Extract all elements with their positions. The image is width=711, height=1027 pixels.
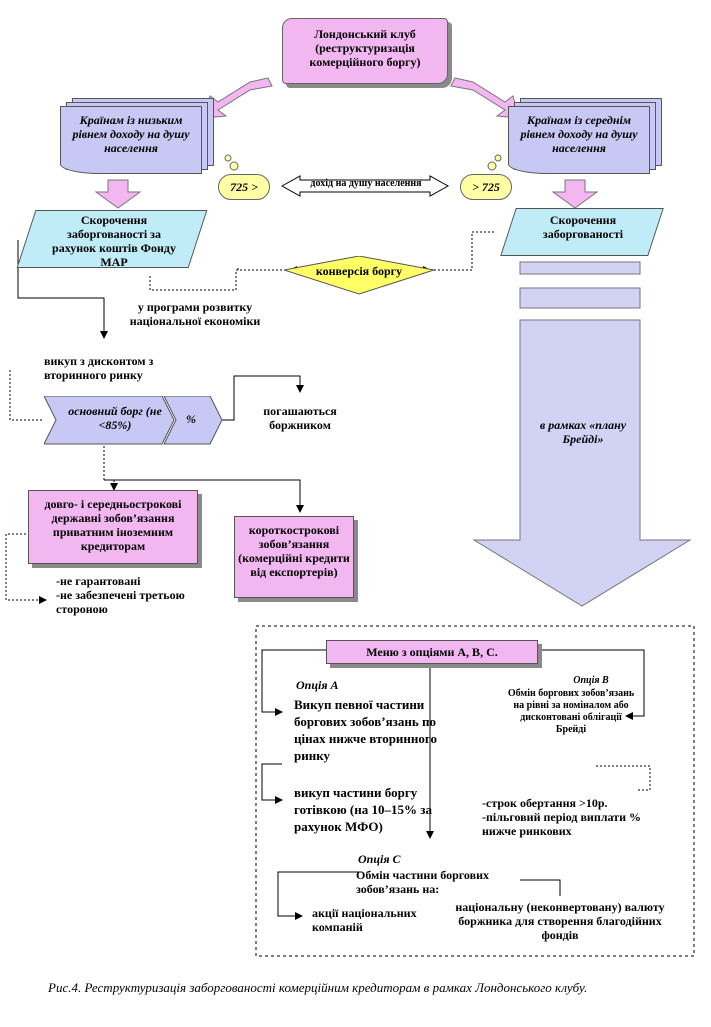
conversion-text: конверсія боргу bbox=[315, 264, 403, 278]
reduce-left-text: Скорочення заборгованості за рахунок кош… bbox=[52, 213, 176, 269]
principal-chevron bbox=[44, 396, 223, 445]
percent-text: % bbox=[186, 412, 196, 426]
conversion-diamond bbox=[284, 256, 434, 295]
option-c-title: Опція С bbox=[358, 852, 401, 866]
option-b-text: Обмін боргових зобов’язань на рівні за н… bbox=[507, 688, 635, 735]
option-c-text: Обмін частини боргових зобов’язань на: bbox=[356, 868, 490, 896]
buyback-text: викуп з дисконтом з вторинного ринку bbox=[44, 354, 154, 382]
menu-box: Меню з опціями А, В, С. bbox=[326, 640, 538, 664]
short-term-box: короткострокові зобов’язання (комерційні… bbox=[234, 516, 354, 598]
income-double-arrow bbox=[280, 175, 450, 197]
brady-text: в рамках «плану Брейді» bbox=[539, 418, 627, 446]
bar-1 bbox=[519, 261, 641, 275]
low-income-stack: Країнам із низьким рівнем доходу на душу… bbox=[60, 98, 216, 174]
option-b-terms: -строк обертання >10р. -пільговий період… bbox=[482, 796, 641, 838]
option-a-title: Опція А bbox=[296, 678, 339, 692]
bar-2 bbox=[519, 287, 641, 309]
low-income-text: Країнам із низьким рівнем доходу на душу… bbox=[72, 113, 190, 155]
mid-income-text: Країнам із середнім рівнем доходу на душ… bbox=[520, 113, 638, 155]
dev-programs-text: у програми розвитку національної економі… bbox=[129, 300, 261, 328]
income-label: дохід на душу населення bbox=[310, 178, 422, 189]
repaid-text: погашаються боржником bbox=[263, 404, 337, 432]
mid-income-stack: Країнам із середнім рівнем доходу на душ… bbox=[508, 98, 664, 174]
long-term-box: довго- і середньострокові державні зобов… bbox=[28, 490, 198, 564]
reduce-right-text: Скорочення заборгованості bbox=[542, 213, 624, 241]
threshold-right-cloud: > 725 bbox=[460, 174, 512, 200]
arrow-down-left bbox=[94, 179, 142, 209]
threshold-left-cloud: 725 > bbox=[218, 174, 270, 200]
option-a-1: Викуп певної частини боргових зобов’язан… bbox=[294, 697, 437, 763]
non-guaranteed-text: -не гарантовані -не забезпечені третьою … bbox=[56, 574, 185, 616]
options-frame bbox=[255, 625, 695, 957]
brady-arrow bbox=[472, 319, 692, 607]
arrow-to-low-income bbox=[203, 77, 273, 119]
option-a-2: викуп частини боргу готівкою (на 10–15% … bbox=[294, 785, 432, 834]
figure-caption: Рис.4. Реструктуризація заборгованості к… bbox=[48, 980, 588, 995]
option-c-1: акції національних компаній bbox=[312, 906, 417, 934]
option-c-2: національну (неконвертовану) валюту борж… bbox=[455, 900, 665, 942]
option-b-title: Опція В bbox=[573, 675, 609, 686]
london-club-title: Лондонський клуб (реструктуризація комер… bbox=[282, 18, 448, 84]
principal-text: основний борг (не <85%) bbox=[68, 404, 162, 432]
title-text: Лондонський клуб (реструктуризація комер… bbox=[309, 27, 421, 69]
arrow-down-right bbox=[551, 179, 599, 209]
